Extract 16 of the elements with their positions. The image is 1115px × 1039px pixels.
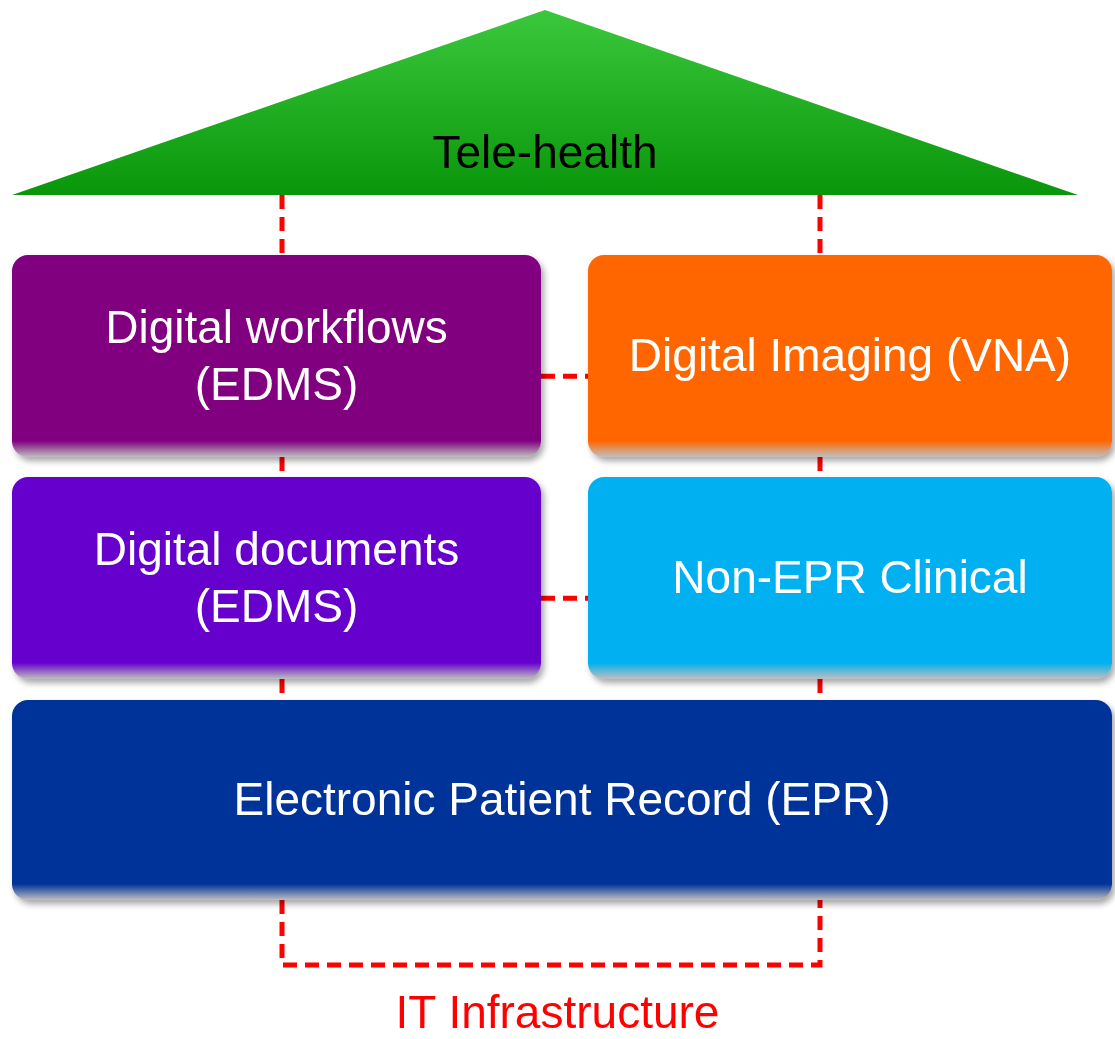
process-box — [12, 255, 541, 457]
dashed-connector — [279, 195, 285, 255]
node-label: Digital documents (EDMS) — [92, 521, 461, 634]
node-label: Non-EPR Clinical — [672, 550, 1028, 606]
dashed-connector — [541, 595, 588, 601]
foundation-label: IT Infrastructure — [395, 986, 720, 1038]
dashed-connector — [817, 195, 823, 255]
node-label: Tele-health — [432, 124, 658, 180]
node-label: Digital workflows (EDMS) — [104, 299, 449, 412]
node-label: Digital Imaging (VNA) — [628, 328, 1072, 384]
process-box — [12, 700, 1112, 900]
process-box — [588, 255, 1112, 457]
node-label: Electronic Patient Record (EPR) — [233, 772, 891, 828]
process-box — [12, 477, 541, 679]
dashed-connector — [541, 373, 588, 379]
process-box — [588, 477, 1112, 679]
